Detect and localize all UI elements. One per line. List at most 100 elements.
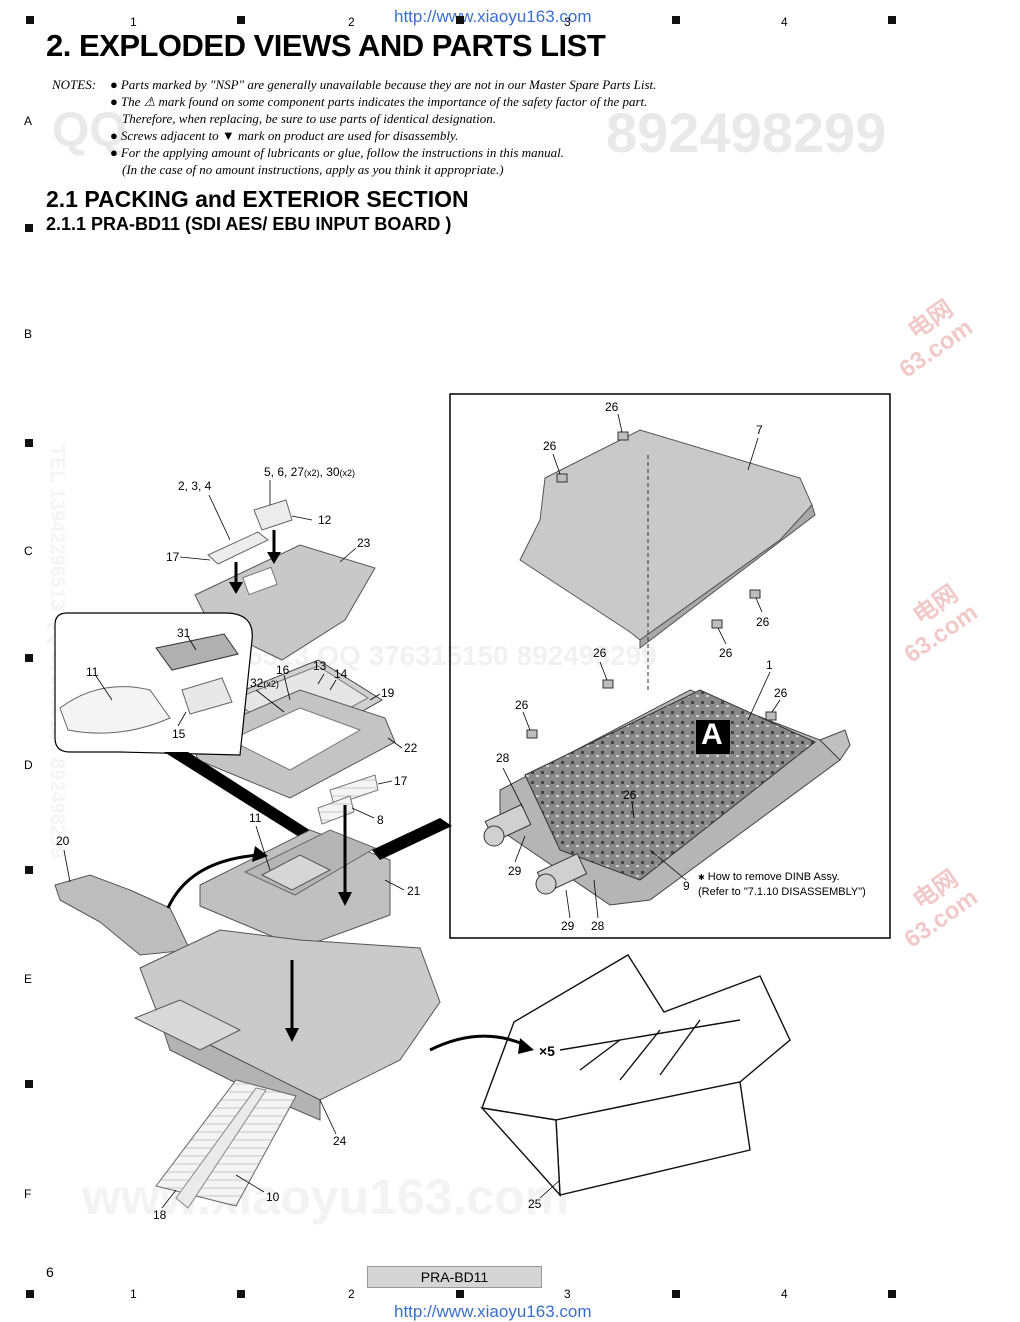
- grid-col-3: 3: [564, 15, 571, 29]
- callout-8: 8: [377, 813, 384, 827]
- accessory-bag: [207, 531, 269, 565]
- callout-17: 17: [166, 550, 180, 564]
- callout-qty: (x2): [339, 468, 356, 478]
- disassembly-note-line2: (Refer to "7.1.10 DISASSEMBLY"): [698, 886, 866, 898]
- note-text: Screws adjacent to ▼ mark on product are…: [120, 128, 459, 143]
- callout-14: 14: [334, 667, 348, 681]
- callout-text: 5, 6, 27: [264, 465, 305, 479]
- grid-mark: [25, 224, 33, 232]
- callout-7: 7: [756, 423, 763, 437]
- grid-row-a: A: [24, 114, 33, 128]
- callout-18: 18: [153, 1208, 167, 1222]
- grid-mark: [888, 1290, 896, 1298]
- note-text: The ⚠ mark found on some component parts…: [120, 94, 648, 109]
- callout-31: 31: [177, 626, 191, 640]
- callout-19: 19: [381, 686, 395, 700]
- callout-2-3-4: 2, 3, 4: [178, 479, 212, 493]
- callout-26: 26: [593, 646, 607, 660]
- callout-29: 29: [561, 919, 575, 933]
- callout-text: , 30: [319, 465, 340, 479]
- callout-15: 15: [172, 727, 186, 741]
- watermark-number-top: 892498299: [606, 101, 887, 164]
- model-label: PRA-BD11: [367, 1266, 542, 1288]
- note-text: For the applying amount of lubricants or…: [120, 145, 564, 160]
- callout-28: 28: [496, 751, 510, 765]
- grid-mark: [25, 866, 33, 874]
- note-item: Therefore, when replacing, be sure to us…: [122, 110, 496, 127]
- grid-col-1: 1: [130, 1287, 137, 1301]
- callout-10: 10: [266, 1190, 280, 1204]
- grid-mark: [456, 16, 464, 24]
- page-title: 2. EXPLODED VIEWS AND PARTS LIST: [46, 28, 606, 63]
- grid-col-2: 2: [348, 15, 355, 29]
- grid-row-e: E: [24, 972, 33, 986]
- section-subheading: 2.1.1 PRA-BD11 (SDI AES/ EBU INPUT BOARD…: [46, 214, 452, 234]
- accessory-bag-small: [253, 499, 293, 531]
- detail-frame: [449, 393, 891, 939]
- grid-row-d: D: [24, 758, 33, 772]
- callout-24: 24: [333, 1134, 347, 1148]
- grid-mark: [672, 1290, 680, 1298]
- callout-26: 26: [774, 686, 788, 700]
- disassembly-note-line1: How to remove DINB Assy.: [707, 871, 840, 883]
- watermark-qq-top: QQ: [52, 104, 127, 157]
- footer-url[interactable]: http://www.xiaoyu163.com: [394, 1302, 592, 1321]
- grid-col-3: 3: [564, 1287, 571, 1301]
- note-item: ●The ⚠ mark found on some component part…: [110, 94, 648, 109]
- grid-col-4: 4: [781, 1287, 788, 1301]
- grid-mark: [26, 16, 34, 24]
- note-item: ●Screws adjacent to ▼ mark on product ar…: [110, 128, 459, 143]
- circuit-board: [524, 689, 816, 881]
- callout-x5: ×5: [539, 1043, 555, 1059]
- grid-mark: [26, 1290, 34, 1298]
- callout-qty: (x2): [304, 468, 320, 478]
- grid-mark: [25, 439, 33, 447]
- callout-17: 17: [394, 774, 408, 788]
- callout-12: 12: [318, 513, 332, 527]
- grid-mark: [237, 1290, 245, 1298]
- bnc-connector: [483, 803, 588, 895]
- grid-mark: [672, 16, 680, 24]
- grid-col-1: 1: [130, 15, 137, 29]
- callout-26: 26: [719, 646, 733, 660]
- grid-mark: [237, 16, 245, 24]
- grid-mark: [888, 16, 896, 24]
- note-text: Parts marked by "NSP" are generally unav…: [120, 77, 657, 92]
- disassembly-note: ✱ How to remove DINB Assy. (Refer to "7.…: [698, 870, 866, 900]
- callout-text: 32: [250, 676, 264, 690]
- callout-26: 26: [515, 698, 529, 712]
- callout-23: 23: [357, 536, 371, 550]
- callout-28: 28: [591, 919, 605, 933]
- callout-26: 26: [605, 400, 619, 414]
- grid-mark: [25, 654, 33, 662]
- grid-row-f: F: [24, 1187, 32, 1201]
- callout-1: 1: [766, 658, 773, 672]
- note-mark-icon: ✱: [698, 873, 705, 882]
- header-url[interactable]: http://www.xiaoyu163.com: [394, 7, 592, 26]
- callout-11: 11: [86, 665, 99, 679]
- callout-29: 29: [508, 864, 522, 878]
- detail-a-box: [696, 720, 730, 754]
- callout-26: 26: [756, 615, 770, 629]
- callout-26: 26: [543, 439, 557, 453]
- callout-25: 25: [528, 1197, 542, 1211]
- detail-a-label: A: [701, 718, 723, 751]
- master-carton-25: [480, 954, 791, 1197]
- label-17: [329, 774, 379, 806]
- grid-col-4: 4: [781, 15, 788, 29]
- callout-21: 21: [407, 884, 421, 898]
- callout-11: 11: [249, 811, 262, 825]
- callout-qty: (x2): [263, 679, 279, 689]
- note-text: (In the case of no amount instructions, …: [122, 162, 504, 177]
- shield-cover: [519, 429, 813, 641]
- note-item: ●For the applying amount of lubricants o…: [110, 145, 564, 160]
- callout-22: 22: [404, 741, 418, 755]
- grid-mark: [456, 1290, 464, 1298]
- grid-row-c: C: [24, 544, 33, 558]
- callout-32: 32(x2): [250, 676, 279, 690]
- callout-16: 16: [276, 663, 290, 677]
- grid-col-2: 2: [348, 1287, 355, 1301]
- label-8: [317, 795, 355, 825]
- notes-label: NOTES:: [52, 77, 97, 92]
